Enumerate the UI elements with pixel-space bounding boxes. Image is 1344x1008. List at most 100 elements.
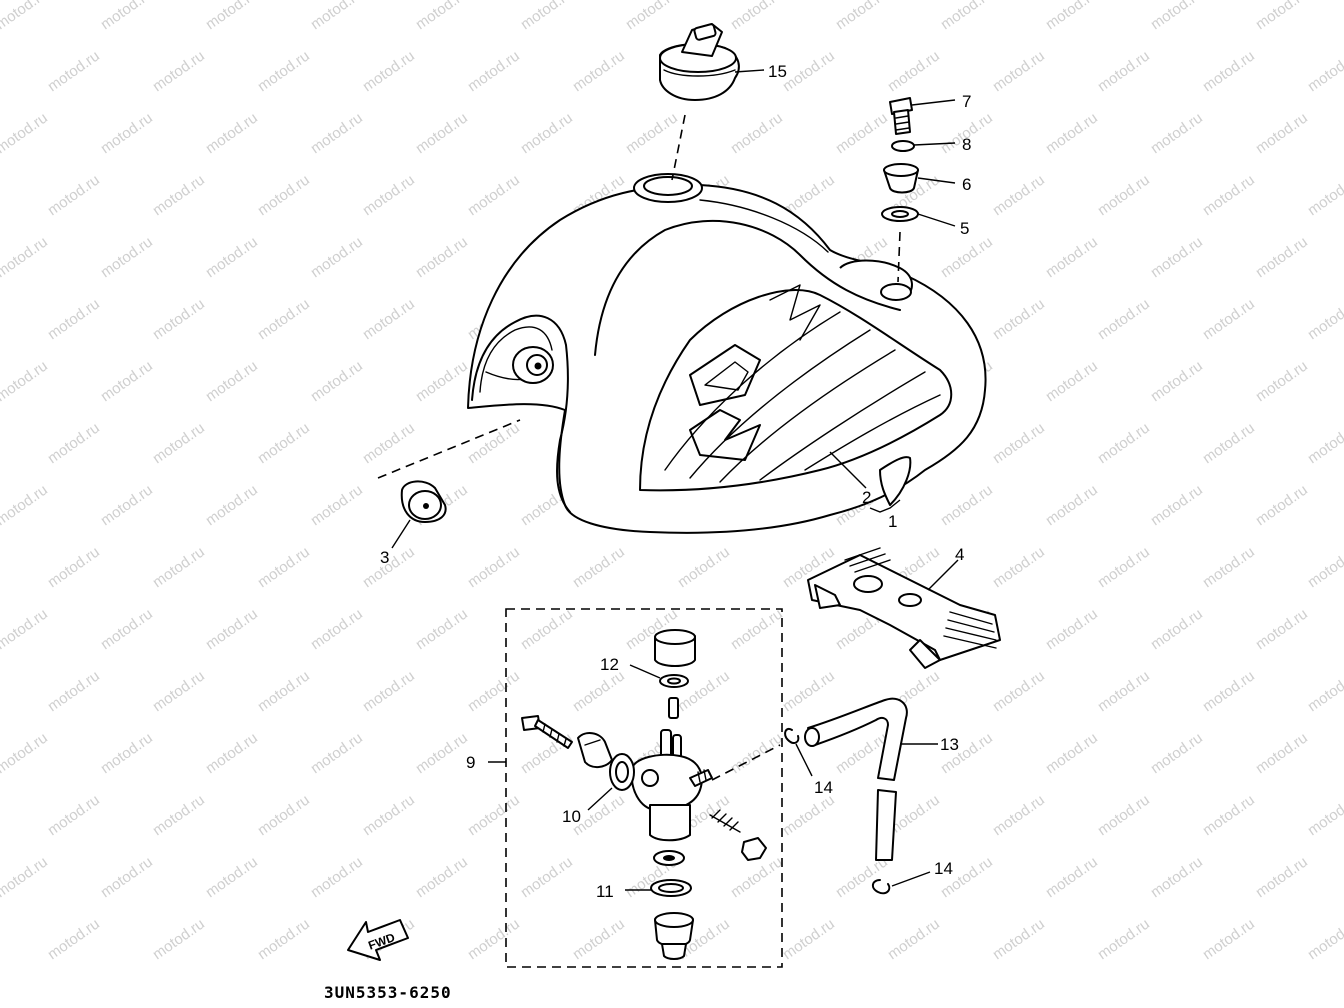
fuel-hose: [804, 697, 908, 861]
watermark-text: motod.ru: [0, 109, 51, 157]
watermark-text: motod.ru: [623, 0, 681, 33]
watermark-text: motod.ru: [1043, 109, 1101, 157]
watermark-text: motod.ru: [255, 667, 313, 715]
watermark-text: motod.ru: [1148, 357, 1206, 405]
watermark-text: motod.ru: [728, 729, 786, 777]
watermark-text: motod.ru: [150, 419, 208, 467]
watermark-text: motod.ru: [0, 0, 51, 33]
watermark-text: motod.ru: [0, 481, 51, 529]
watermark-text: motod.ru: [1305, 47, 1344, 95]
watermark-text: motod.ru: [1043, 605, 1101, 653]
hose-clip-upper: [784, 728, 800, 744]
watermark-text: motod.ru: [203, 109, 261, 157]
hose-clip-lower: [872, 879, 891, 895]
callout-14-upper: 14: [814, 778, 833, 797]
callout-labels: 1 2 3 4 5 6 7 8 9 10 11 12 13 14 14 15: [380, 62, 971, 901]
watermark-text: motod.ru: [413, 0, 471, 33]
callout-15: 15: [768, 62, 787, 81]
watermark-text: motod.ru: [1095, 791, 1153, 839]
watermark-text: motod.ru: [570, 47, 628, 95]
watermark-text: motod.ru: [413, 605, 471, 653]
cup: [654, 912, 694, 960]
watermark-text: motod.ru: [45, 419, 103, 467]
callout-4: 4: [955, 545, 964, 564]
watermark-text: motod.ru: [465, 915, 523, 963]
watermark-text: motod.ru: [1200, 791, 1258, 839]
watermark-text: motod.ru: [413, 357, 471, 405]
watermark-text: motod.ru: [45, 791, 103, 839]
watermark-text: motod.ru: [98, 729, 156, 777]
watermark-text: motod.ru: [1305, 295, 1344, 343]
watermark-text: motod.ru: [0, 233, 51, 281]
watermark-text: motod.ru: [308, 233, 366, 281]
watermark-text: motod.ru: [465, 791, 523, 839]
watermark-text: motod.ru: [413, 853, 471, 901]
watermark-text: motod.ru: [780, 47, 838, 95]
watermark-text: motod.ru: [570, 543, 628, 591]
watermark-text: motod.ru: [728, 0, 786, 33]
cap-nut: [741, 837, 767, 861]
watermark-text: motod.ru: [203, 233, 261, 281]
watermark-text: motod.ru: [308, 357, 366, 405]
watermark-text: motod.ru: [1095, 47, 1153, 95]
watermark-text: motod.ru: [203, 605, 261, 653]
watermark-text: motod.ru: [1148, 729, 1206, 777]
watermark-text: motod.ru: [1305, 171, 1344, 219]
watermark-text: motod.ru: [1253, 481, 1311, 529]
watermark-text: motod.ru: [308, 605, 366, 653]
watermark-text: motod.ru: [255, 47, 313, 95]
watermark-text: motod.ru: [1095, 667, 1153, 715]
watermark-text: motod.ru: [518, 729, 576, 777]
watermark-text: motod.ru: [990, 667, 1048, 715]
watermark-text: motod.ru: [1095, 419, 1153, 467]
watermark-text: motod.ru: [203, 357, 261, 405]
watermark-text: motod.ru: [360, 47, 418, 95]
watermark-text: motod.ru: [150, 667, 208, 715]
watermark-text: motod.ru: [1253, 0, 1311, 33]
watermark-text: motod.ru: [990, 419, 1048, 467]
watermark-text: motod.ru: [308, 481, 366, 529]
packing: [653, 850, 685, 866]
watermark-text: motod.ru: [203, 0, 261, 33]
watermark-text: motod.ru: [780, 791, 838, 839]
watermark-text: motod.ru: [780, 915, 838, 963]
watermark-text: motod.ru: [203, 853, 261, 901]
watermark-text: motod.ru: [413, 729, 471, 777]
watermark-text: motod.ru: [360, 791, 418, 839]
callout-3: 3: [380, 548, 389, 567]
watermark-text: motod.ru: [413, 233, 471, 281]
lock-washer: [891, 140, 915, 152]
watermark-text: motod.ru: [45, 915, 103, 963]
watermark-text: motod.ru: [1305, 915, 1344, 963]
watermark-text: motod.ru: [255, 915, 313, 963]
watermark-text: motod.ru: [1253, 109, 1311, 157]
watermark-text: motod.ru: [675, 667, 733, 715]
watermark-text: motod.ru: [45, 543, 103, 591]
watermark-text: motod.ru: [1043, 357, 1101, 405]
watermark-text: motod.ru: [1200, 543, 1258, 591]
watermark-text: motod.ru: [1043, 233, 1101, 281]
callout-1: 1: [888, 512, 897, 531]
watermark-text: motod.ru: [203, 481, 261, 529]
watermark-text: motod.ru: [1148, 233, 1206, 281]
callout-9: 9: [466, 753, 475, 772]
callout-8: 8: [962, 135, 971, 154]
watermark-text: motod.ru: [0, 605, 51, 653]
watermark-text: motod.ru: [1148, 605, 1206, 653]
watermark-text: motod.ru: [45, 171, 103, 219]
watermark-text: motod.ru: [1095, 171, 1153, 219]
watermark-text: motod.ru: [518, 109, 576, 157]
watermark-text: motod.ru: [255, 791, 313, 839]
watermark-text: motod.ru: [728, 853, 786, 901]
filler-cap: [659, 23, 740, 101]
watermark-text: motod.ru: [360, 295, 418, 343]
callout-13: 13: [940, 735, 959, 754]
watermark-text: motod.ru: [1043, 481, 1101, 529]
watermark-text: motod.ru: [255, 543, 313, 591]
watermark-text: motod.ru: [938, 481, 996, 529]
watermark-text: motod.ru: [1305, 543, 1344, 591]
watermark-text: motod.ru: [1043, 729, 1101, 777]
watermark-text: motod.ru: [990, 791, 1048, 839]
lever-clamp: [577, 732, 613, 768]
watermark-text: motod.ru: [990, 171, 1048, 219]
